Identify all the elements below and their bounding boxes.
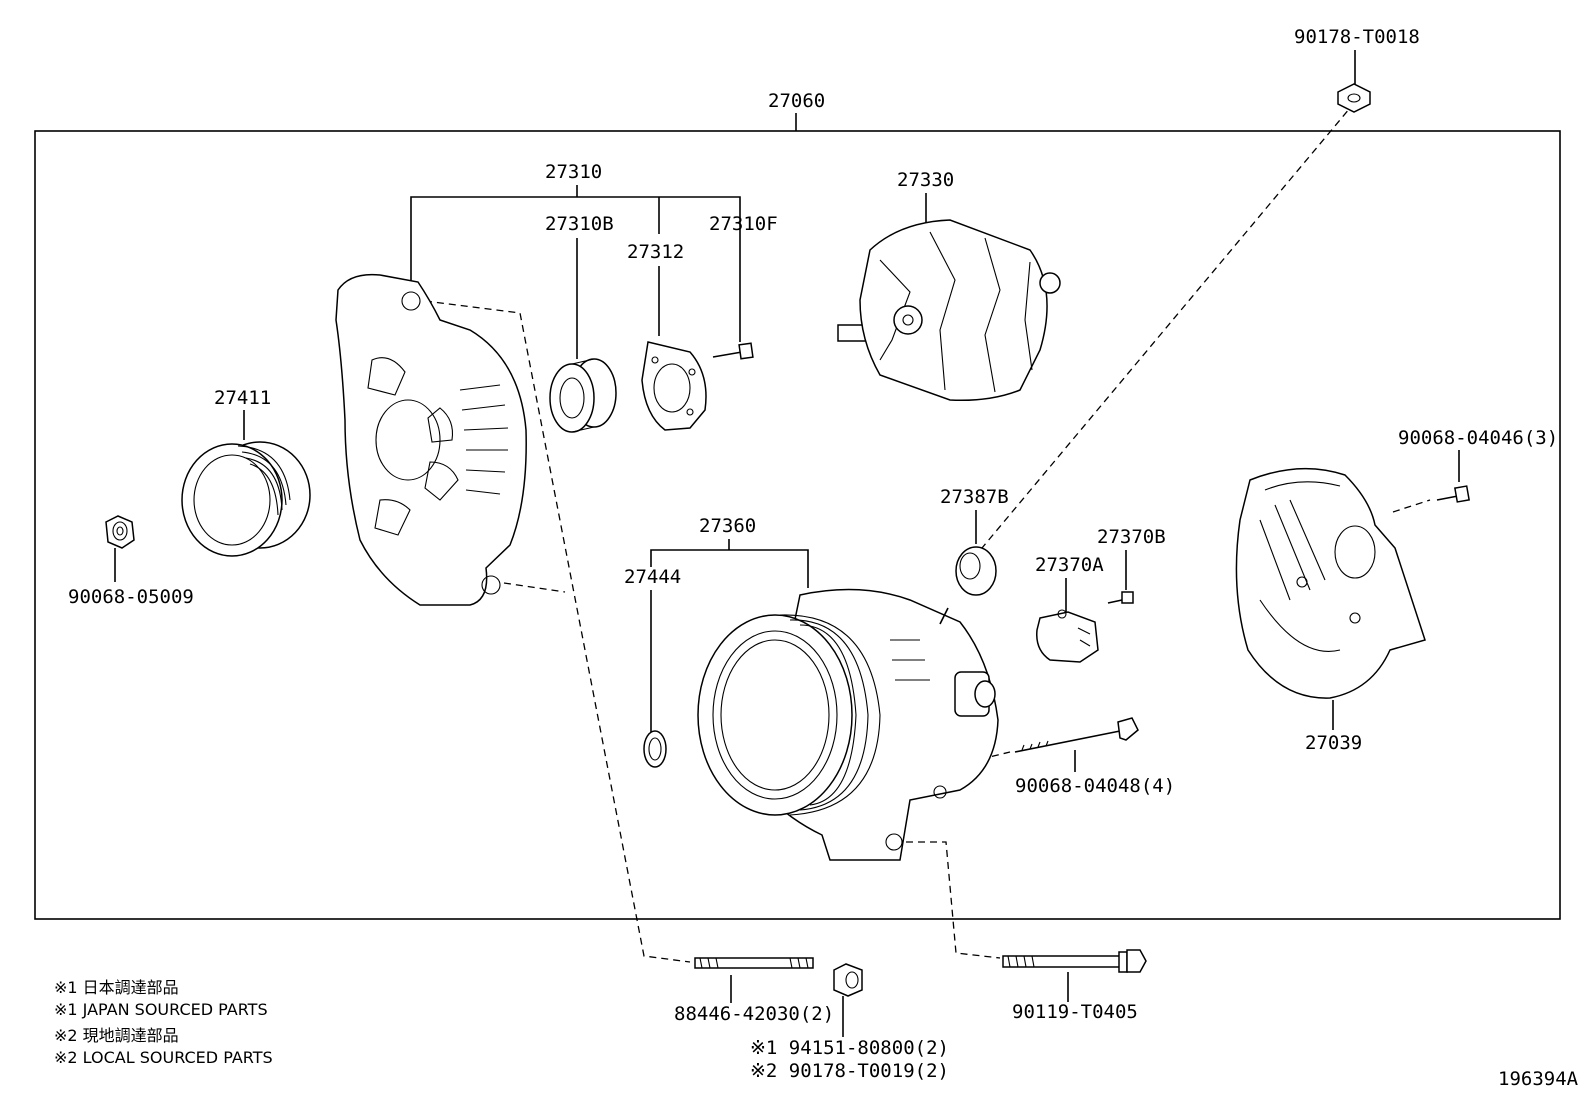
label-insulator[interactable]: 27387B <box>940 486 1009 508</box>
stud-bolt-icon[interactable] <box>694 957 814 969</box>
label-pulley[interactable]: 27411 <box>214 387 271 409</box>
label-pulley-nut[interactable]: 90068-05009 <box>68 586 194 608</box>
label-housing-group[interactable]: 27310 <box>545 161 602 183</box>
label-retainer-screw[interactable]: 27310F <box>709 213 778 235</box>
label-brush-holder-screw[interactable]: 27370B <box>1097 526 1166 548</box>
brush-holder-icon[interactable] <box>1036 609 1099 663</box>
nut-icon[interactable] <box>1337 83 1371 113</box>
drive-frame-icon[interactable] <box>697 588 999 861</box>
flange-nut-icon[interactable] <box>833 963 863 997</box>
note-japan-en: ※1 JAPAN SOURCED PARTS <box>54 1000 268 1019</box>
small-screw-icon[interactable] <box>1107 591 1134 604</box>
sourcing-notes: ※1 日本調達部品 ※1 JAPAN SOURCED PARTS ※2 現地調達… <box>54 978 273 1067</box>
drive-end-housing-icon[interactable] <box>335 273 527 606</box>
o-ring-icon[interactable] <box>643 730 667 768</box>
screw-icon[interactable] <box>712 342 754 360</box>
note-local-jp: ※2 現地調達部品 <box>54 1026 179 1045</box>
label-stud-bolt[interactable]: 88446-42030(2) <box>674 1003 834 1025</box>
long-bolt-icon[interactable] <box>1014 717 1139 753</box>
flange-bolt-icon[interactable] <box>1002 949 1147 973</box>
assembly-frame <box>34 130 1561 920</box>
label-assembly[interactable]: 27060 <box>768 90 825 112</box>
leader-lines <box>114 50 1460 1037</box>
pulley-icon[interactable] <box>181 441 311 557</box>
label-rear-cover[interactable]: 27039 <box>1305 732 1362 754</box>
note-local-en: ※2 LOCAL SOURCED PARTS <box>54 1048 273 1067</box>
label-o-ring[interactable]: 27444 <box>624 566 681 588</box>
label-cover-bolt[interactable]: 90068-04046(3) <box>1398 427 1558 449</box>
label-nut-local[interactable]: ※2 90178-T0019(2) <box>750 1060 949 1082</box>
label-bolt-bottom[interactable]: 90119-T0405 <box>1012 1001 1138 1023</box>
label-bearing[interactable]: 27310B <box>545 213 614 235</box>
insulator-icon[interactable] <box>955 546 997 596</box>
rotor-icon[interactable] <box>837 219 1061 402</box>
label-frame-bolt[interactable]: 90068-04048(4) <box>1015 775 1175 797</box>
label-rotor[interactable]: 27330 <box>897 169 954 191</box>
label-retainer[interactable]: 27312 <box>627 241 684 263</box>
diagram-id: 196394A <box>1498 1068 1579 1090</box>
label-brush-holder[interactable]: 27370A <box>1035 554 1104 576</box>
pulley-nut-icon[interactable] <box>105 515 135 549</box>
retainer-plate-icon[interactable] <box>641 341 707 431</box>
label-top-nut[interactable]: 90178-T0018 <box>1294 26 1420 48</box>
cover-bolt-icon[interactable] <box>1436 485 1470 503</box>
label-drive-frame-group[interactable]: 27360 <box>699 515 756 537</box>
note-japan-jp: ※1 日本調達部品 <box>54 978 179 997</box>
rear-cover-icon[interactable] <box>1235 467 1426 699</box>
bearing-icon[interactable] <box>549 358 617 433</box>
label-nut-japan[interactable]: ※1 94151-80800(2) <box>750 1037 949 1059</box>
